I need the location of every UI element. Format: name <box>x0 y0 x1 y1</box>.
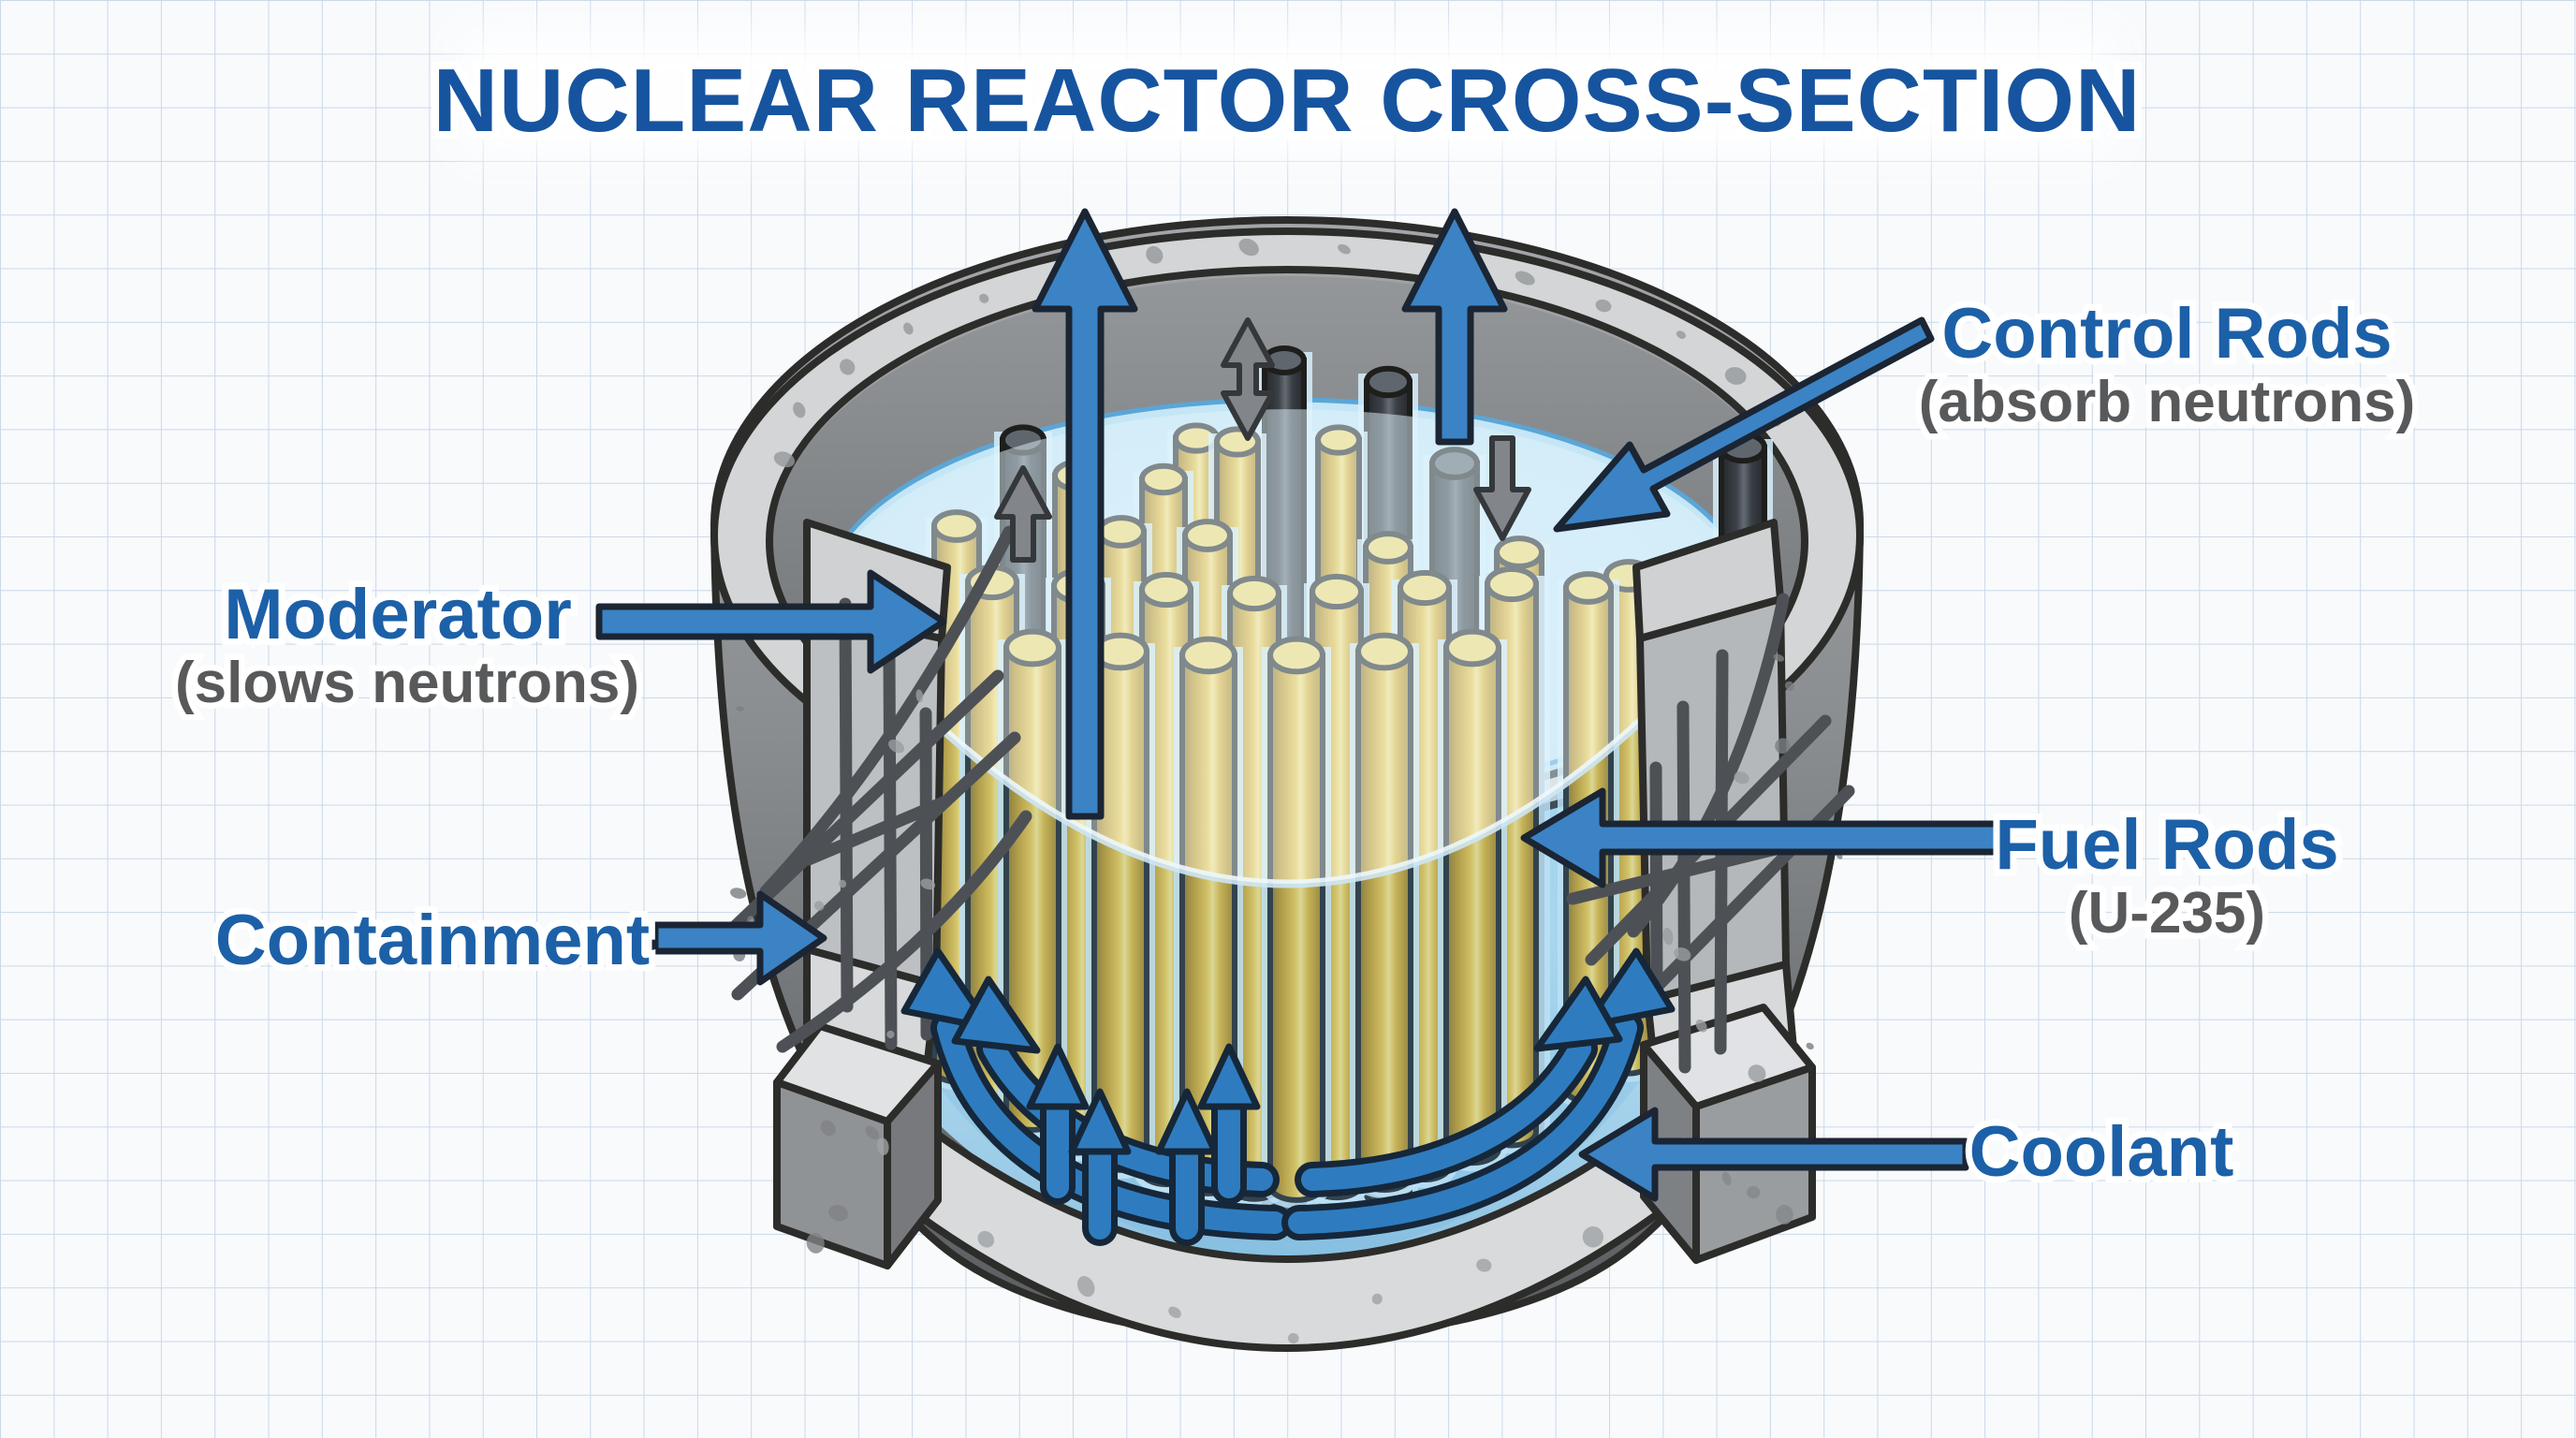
fuel-rods-arrow <box>1520 787 2005 888</box>
speckle <box>1582 1226 1604 1248</box>
speckle <box>1674 946 1691 961</box>
speckle <box>736 706 744 712</box>
speckle <box>1338 243 1351 255</box>
speckle <box>1806 1042 1814 1049</box>
speckle <box>1476 1258 1492 1272</box>
speckle <box>865 1125 880 1140</box>
steam-arrow-right <box>1401 208 1508 446</box>
reactor-vessel <box>710 208 1864 1352</box>
steam-arrow-left <box>1032 208 1138 820</box>
control-rod-motion-arrows <box>994 317 1531 563</box>
speckle <box>793 402 806 418</box>
speckle <box>1595 299 1612 313</box>
speckle <box>838 879 847 888</box>
speckle <box>1775 738 1791 754</box>
label-fuel-rods: Fuel Rods <box>1995 805 2338 885</box>
speckle <box>920 878 936 890</box>
speckle <box>1515 271 1535 286</box>
up-down-arrow-icon <box>1221 317 1275 441</box>
speckle <box>1724 367 1747 385</box>
speckle <box>1288 1332 1299 1343</box>
flow-arrowhead <box>951 976 1041 1054</box>
speckle <box>1662 927 1674 946</box>
rod-top <box>1364 365 1412 399</box>
speckle <box>915 689 924 703</box>
speckle <box>840 359 856 375</box>
speckle <box>979 293 989 303</box>
speckle <box>1734 771 1749 785</box>
label-moderator: Moderator <box>224 575 572 654</box>
water-meniscus-line <box>822 604 1752 888</box>
speckle <box>1238 238 1259 257</box>
flow-arrowhead <box>1582 947 1676 1030</box>
speckle <box>814 901 825 911</box>
speckle <box>773 451 796 468</box>
page-title: NUCLEAR REACTOR CROSS-SECTION <box>433 51 2142 151</box>
label-fuel-rods-sub: (U-235) <box>2069 881 2265 946</box>
speckle <box>1695 1019 1707 1033</box>
label-coolant: Coolant <box>1969 1112 2234 1192</box>
right-cutaway-pillar <box>1566 519 1855 1264</box>
speckle <box>903 322 914 335</box>
speckle <box>820 1120 836 1137</box>
speckle <box>877 1137 889 1155</box>
speckle <box>886 1030 895 1039</box>
moderator-arrow <box>595 569 947 674</box>
flow-arrowhead <box>1026 1043 1090 1110</box>
speckle <box>1146 245 1164 264</box>
left-cutaway-pillar <box>716 519 1032 1269</box>
speckle <box>828 1205 849 1222</box>
label-moderator-sub: (slows neutrons) <box>175 651 639 715</box>
speckle <box>1721 1171 1732 1186</box>
speckle <box>1371 1293 1383 1305</box>
speckle <box>888 739 904 754</box>
speckle <box>1773 653 1785 662</box>
containment-arrow <box>651 890 827 986</box>
coolant-flow-arrows <box>900 947 1676 1246</box>
label-control-rods: Control Rods <box>1941 294 2392 374</box>
control-rods-arrow <box>1553 316 1935 533</box>
speckle <box>1168 1306 1181 1318</box>
speckle <box>1748 1064 1766 1082</box>
speckle <box>1676 330 1686 339</box>
callout-arrows <box>595 316 2005 1202</box>
speckle <box>1747 1185 1761 1199</box>
steam-out-arrows <box>1032 208 1508 820</box>
speckle <box>806 1232 825 1254</box>
up-arrow-icon <box>994 465 1052 563</box>
flow-arrowhead <box>1155 1088 1219 1155</box>
speckle <box>1076 1276 1095 1298</box>
labels: Moderator (slows neutrons) Containment C… <box>168 287 2421 1198</box>
flow-arrowhead <box>1068 1088 1132 1155</box>
flow-arrowhead <box>1533 976 1623 1052</box>
label-control-rods-sub: (absorb neutrons) <box>1919 370 2415 434</box>
speckle <box>1784 681 1794 691</box>
down-arrow-icon <box>1473 435 1531 541</box>
concrete-speckles <box>730 238 1843 1343</box>
flow-arrowhead <box>1197 1043 1261 1110</box>
speckle <box>977 1230 995 1248</box>
label-containment: Containment <box>215 901 650 980</box>
rebar-right <box>1566 593 1855 1074</box>
coolant-arrow <box>1578 1107 1969 1202</box>
water-surface-sheet <box>826 409 1749 884</box>
speckle <box>730 888 747 899</box>
speckle <box>1776 1204 1793 1225</box>
title-halo <box>459 32 2115 155</box>
